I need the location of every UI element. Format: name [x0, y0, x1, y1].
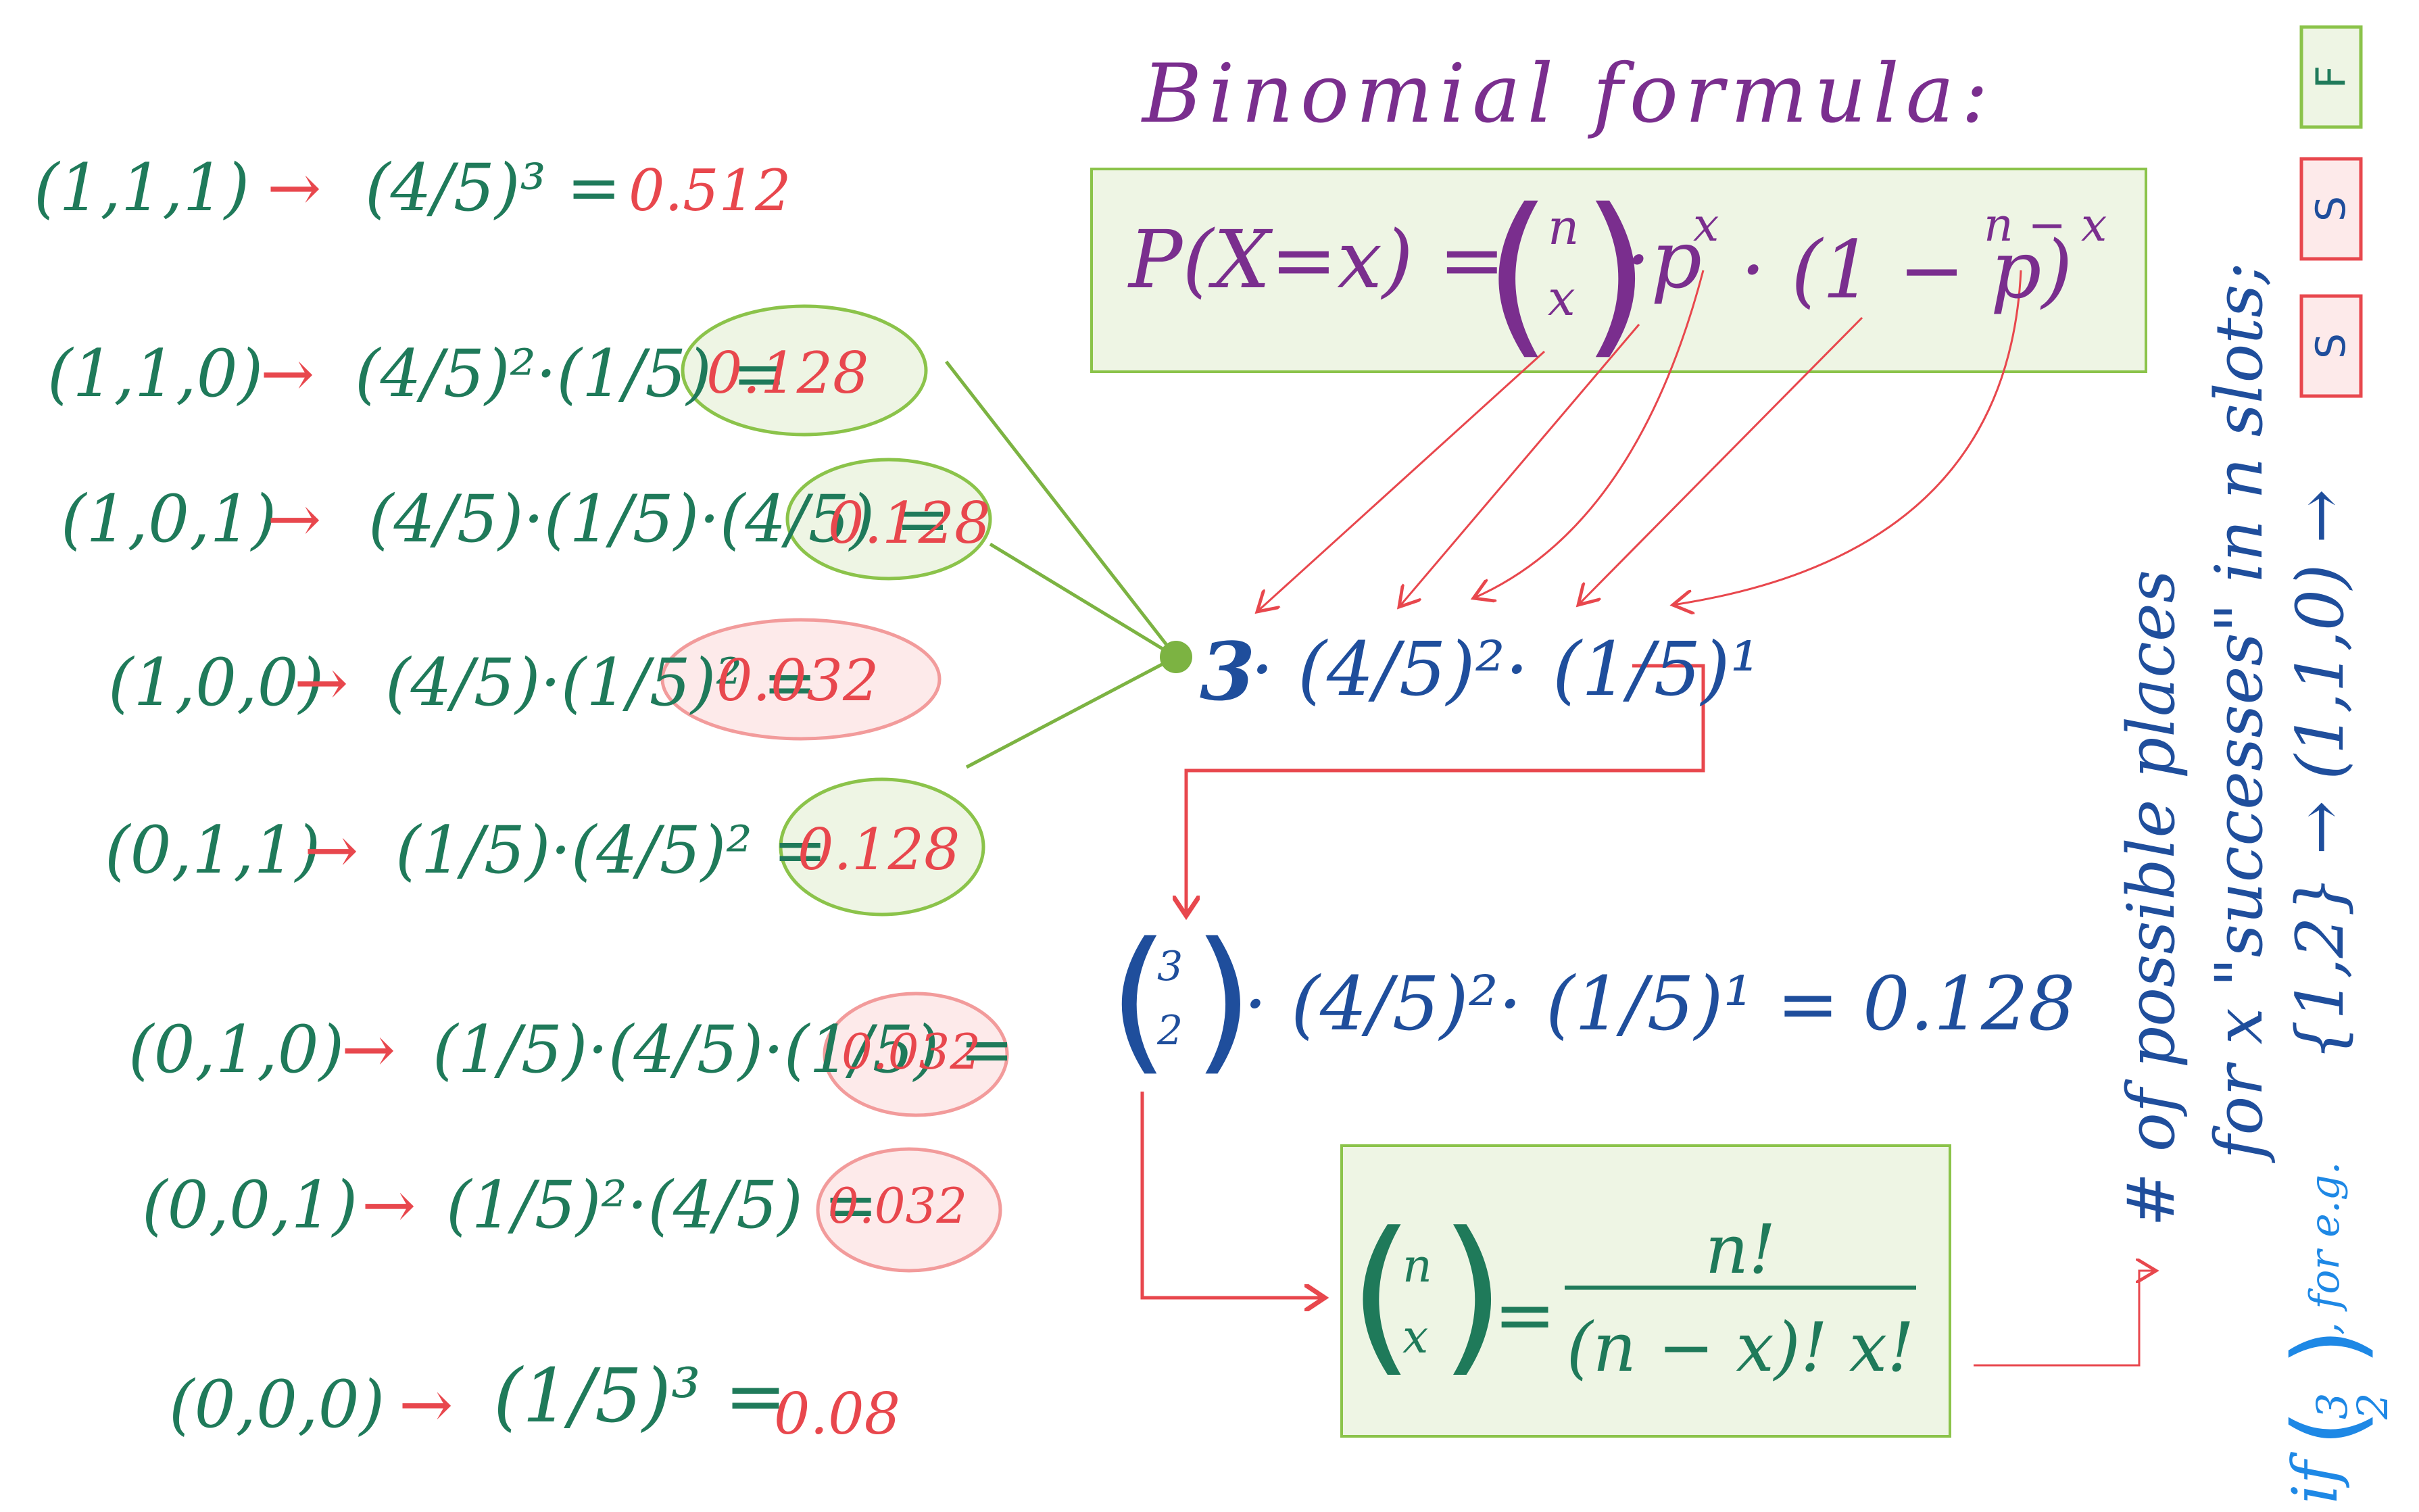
middle-coefficient: 3	[1200, 625, 1256, 718]
outcome-tuple: (0,0,1)	[142, 1167, 358, 1243]
outcome-tuple: (1,0,1)	[61, 481, 277, 557]
fraction-bar	[1565, 1286, 1916, 1290]
binom-definition-box	[1340, 1144, 1951, 1438]
result-binom-open-paren: (	[1108, 910, 1169, 1090]
side-note-line-3: {1,2} → (1,1,0) →	[2282, 489, 2358, 1061]
outcome-result: 0.032	[828, 1177, 968, 1234]
slot-box	[2299, 25, 2363, 129]
outcome-tuple: (0,0,0)	[169, 1367, 385, 1442]
def-binom-top: n	[1402, 1240, 1432, 1293]
formula-box	[1090, 168, 2147, 373]
def-denominator: (n − x)! x!	[1566, 1308, 1915, 1387]
highlight-ellipse	[823, 992, 1009, 1117]
side-note-binom-bottom: 2	[2348, 1392, 2397, 1419]
arrow-icon: →	[304, 812, 359, 888]
def-binom-bottom: x	[1402, 1311, 1429, 1364]
slot-box	[2299, 157, 2363, 261]
connector-line	[945, 360, 1177, 658]
slot-box	[2299, 294, 2363, 398]
formula-exponent-x: x	[1693, 199, 1719, 252]
formula-lhs: P(X=x) =	[1129, 213, 1506, 306]
result-body: · (4/5)²· (1/5)¹ = 0.128	[1244, 960, 2076, 1047]
outcome-expression: (1/5)·(4/5)·(1/5) =	[433, 1012, 1015, 1088]
connector-line	[965, 655, 1177, 769]
arrow-icon: →	[341, 1012, 396, 1088]
highlight-ellipse	[785, 458, 992, 581]
outcome-tuple: (1,1,1)	[34, 150, 250, 226]
arrow-icon: →	[362, 1167, 416, 1243]
outcome-expression: (1/5)²·(4/5) =	[446, 1167, 878, 1243]
outcome-expression: (1/5)³ =	[493, 1352, 787, 1439]
def-binom-open-paren: (	[1348, 1196, 1415, 1392]
page-title: Binomial formula:	[1142, 47, 1995, 141]
outcome-result: 0.032	[841, 1023, 981, 1080]
arrow-icon: →	[267, 481, 322, 557]
outcome-result: 0.032	[716, 648, 879, 714]
slot-label: S	[2307, 195, 2355, 222]
mapping-arrow	[1399, 324, 1640, 607]
mapping-arrow	[1257, 350, 1546, 612]
outcome-tuple: (0,1,0)	[128, 1012, 345, 1088]
outcome-result: 0.08	[774, 1381, 901, 1447]
def-equals: =	[1494, 1271, 1557, 1358]
side-note-binom-top: 3	[2307, 1392, 2357, 1419]
arrow-icon: →	[267, 150, 322, 226]
outcome-tuple: (0,1,1)	[105, 812, 321, 888]
outcome-tuple: (1,0,0)	[108, 645, 324, 721]
middle-body: · (4/5)²· (1/5)¹	[1250, 626, 1760, 712]
side-note-line-1: # of possible places	[2113, 570, 2189, 1227]
side-note-for-eg: , for e.g.	[2301, 1161, 2349, 1335]
binom-open-paren: (	[1484, 172, 1553, 376]
outcome-expression: (4/5)·(1/5)·(4/5) =	[368, 481, 950, 557]
connector-line	[989, 542, 1177, 659]
mapping-arrow	[1673, 270, 2022, 605]
slot-label: F	[2307, 65, 2355, 89]
result-binom-bottom: 2	[1157, 1007, 1183, 1054]
side-note-line-2: for x "successes" in n slots;	[2201, 262, 2277, 1159]
outcome-expression: (4/5)³ =	[365, 150, 621, 226]
highlight-ellipse	[779, 777, 985, 917]
outcome-expression: (4/5)·(1/5)² =	[385, 645, 817, 721]
outcome-result: 0.128	[706, 340, 869, 406]
def-numerator: n!	[1705, 1210, 1776, 1289]
elbow-arrow	[1140, 1092, 1325, 1298]
result-binom-top: 3	[1157, 943, 1183, 990]
mapping-arrow	[1578, 316, 1863, 605]
outcome-expression: (1/5)·(4/5)² =	[395, 812, 827, 888]
outcome-result: 0.128	[828, 490, 991, 556]
formula-complement-term: · (1 − p)	[1740, 223, 2073, 316]
outcome-tuple: (1,1,0)	[47, 336, 264, 412]
result-binom-close-paren: )	[1193, 910, 1254, 1090]
arrow-icon: →	[260, 336, 315, 412]
mapping-arrow	[1473, 270, 1705, 598]
highlight-ellipse	[681, 304, 928, 437]
convergence-dot	[1160, 641, 1192, 673]
outcome-result: 0.512	[629, 157, 791, 224]
elbow-arrow	[1974, 1271, 2156, 1367]
formula-binom-bottom: x	[1548, 270, 1575, 326]
highlight-ellipse	[816, 1147, 1002, 1273]
formula-binom-top: n	[1548, 199, 1580, 255]
binom-close-paren: )	[1582, 172, 1651, 376]
slot-label: S	[2307, 333, 2355, 360]
side-note-if: if	[2279, 1461, 2351, 1504]
outcome-expression: (4/5)²·(1/5) =	[355, 336, 787, 412]
elbow-arrow	[1186, 664, 1705, 916]
formula-p-term: ·p	[1626, 213, 1703, 306]
outcome-result: 0.128	[798, 816, 960, 883]
highlight-ellipse	[660, 618, 942, 741]
formula-exponent-n-minus-x: n − x	[1984, 199, 2107, 252]
def-binom-close-paren: )	[1440, 1196, 1506, 1392]
arrow-icon: →	[294, 645, 349, 721]
arrow-icon: →	[399, 1367, 454, 1442]
